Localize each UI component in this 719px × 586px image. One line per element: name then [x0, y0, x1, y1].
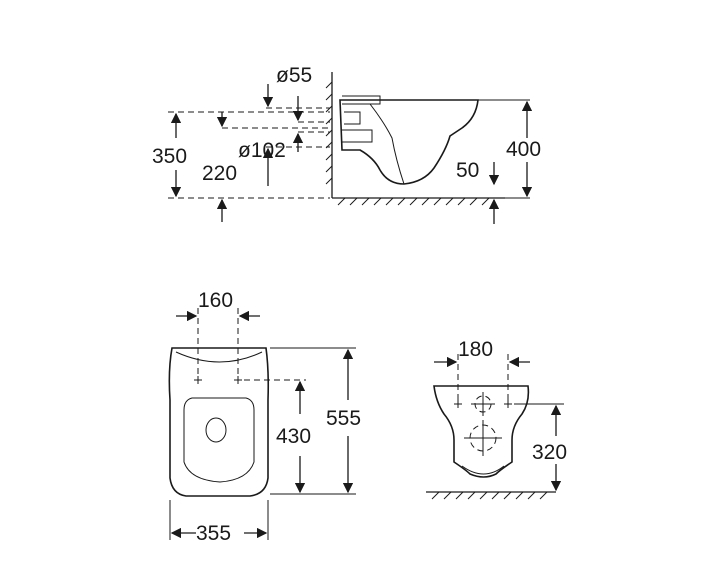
floor-hatch-side: [337, 197, 490, 206]
dimension-arrows-side: [170, 84, 533, 224]
flush-hole-top: [205, 417, 227, 443]
dim-160: 160: [198, 289, 233, 312]
dim-355: 355: [196, 522, 231, 545]
wc-top-outline: [168, 347, 270, 497]
dim-555: 555: [326, 407, 361, 430]
wall: [325, 72, 333, 198]
front-view: 180 320: [426, 338, 567, 500]
dim-220: 220: [202, 162, 237, 185]
fixing-holes-front: [454, 392, 512, 456]
wc-side-profile: [339, 95, 479, 185]
wc-front-outline: [433, 385, 530, 478]
dimension-arrows-top: [170, 310, 354, 539]
dimension-arrows-front: [434, 356, 562, 492]
floor-side: [332, 197, 505, 206]
reference-lines-front: [457, 354, 564, 405]
dim-430: 430: [276, 425, 311, 448]
dim-180: 180: [458, 338, 493, 361]
wall-hatch: [325, 81, 333, 185]
dim-400: 400: [506, 138, 541, 161]
reference-lines-top: [169, 308, 356, 540]
dim-diameter-102: ø102: [238, 139, 286, 162]
side-view: ø55 350 220 ø102 50 400: [152, 64, 541, 224]
floor-front: [426, 491, 556, 500]
dim-320: 320: [532, 441, 567, 464]
dim-diameter-55: ø55: [276, 64, 312, 87]
top-view: 160 430 555 355: [168, 289, 361, 545]
dim-50: 50: [456, 159, 479, 182]
fixing-holes-top: [194, 376, 242, 384]
dim-350: 350: [152, 145, 187, 168]
